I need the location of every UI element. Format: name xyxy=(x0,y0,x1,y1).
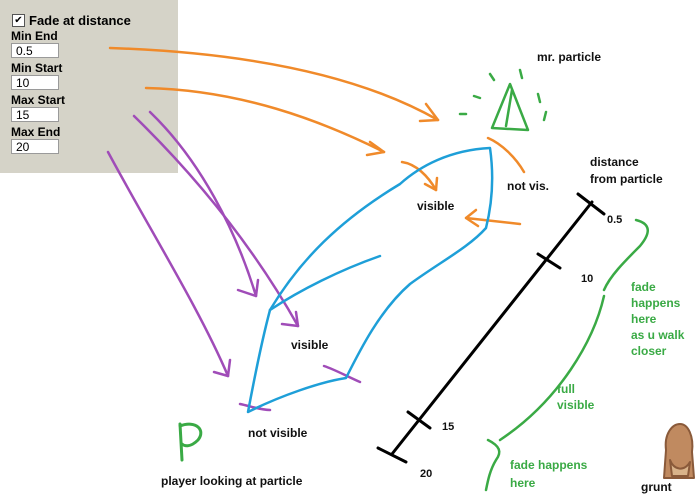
max-start-field[interactable]: 15 xyxy=(11,107,59,122)
visible-region-outline xyxy=(246,146,494,414)
orange-arrow-min-end xyxy=(108,46,440,122)
purple-arrow-3 xyxy=(106,150,230,378)
visible-bottom-label: visible xyxy=(291,338,329,352)
fade-near-note-4: as u walk xyxy=(631,328,685,342)
purple-arrowhead-1 xyxy=(236,278,260,298)
distance-label-line2: from particle xyxy=(590,172,663,186)
grunt-label: grunt xyxy=(641,480,672,494)
player-caption: player looking at particle xyxy=(161,474,303,488)
fade-near-note-3: here xyxy=(631,312,657,326)
purple-arrowhead-3 xyxy=(212,358,232,378)
fade-settings-panel: ✔ Fade at distance Min End 0.5 Min Start… xyxy=(0,0,178,173)
particle-label: mr. particle xyxy=(537,50,602,64)
ruler-tick-label-15: 15 xyxy=(442,421,455,433)
orange-arrows xyxy=(108,46,526,228)
ruler-tick-label-10: 10 xyxy=(581,273,594,285)
purple-arrow-5 xyxy=(322,364,362,384)
ruler-line xyxy=(390,200,594,456)
fade-checkbox-label: Fade at distance xyxy=(29,13,131,28)
min-end-label: Min End xyxy=(11,29,58,43)
fade-checkbox[interactable]: ✔ xyxy=(12,14,25,27)
visible-region-inner xyxy=(268,254,382,312)
particle-spark-2 xyxy=(488,72,496,82)
not-visible-label: not visible xyxy=(248,426,308,440)
full-visible-note-2: visible xyxy=(557,398,595,412)
distance-ruler xyxy=(376,192,606,464)
brace-fade-near xyxy=(602,218,649,292)
min-start-field[interactable]: 10 xyxy=(11,75,59,90)
particle-icon xyxy=(458,68,548,132)
particle-spark-1 xyxy=(518,68,524,80)
orange-arrowhead-back xyxy=(464,208,480,228)
fade-far-note-1: fade happens xyxy=(510,458,588,472)
particle-triangle xyxy=(490,82,530,132)
brace-full-visible xyxy=(498,294,606,442)
grunt-beard xyxy=(669,459,691,477)
orange-arrow-back xyxy=(464,216,522,226)
orange-arrow-min-start xyxy=(144,86,386,154)
purple-arrow-2 xyxy=(132,114,300,328)
brace-fade-far xyxy=(484,438,501,492)
orange-arrowhead-min-end xyxy=(418,102,440,123)
visible-region xyxy=(246,146,494,414)
green-braces xyxy=(484,218,649,492)
min-start-label: Min Start xyxy=(11,61,63,75)
min-end-field[interactable]: 0.5 xyxy=(11,43,59,58)
not-vis-label: not vis. xyxy=(507,179,550,193)
distance-label-line1: distance xyxy=(590,155,639,169)
fade-far-note-2: here xyxy=(510,476,536,490)
orange-arrow-not-vis xyxy=(486,136,526,174)
fade-near-note-1: fade xyxy=(631,280,656,294)
ruler-tick-15 xyxy=(406,410,432,430)
ruler-tick-10 xyxy=(536,252,562,270)
particle-spark-3 xyxy=(472,94,482,100)
visible-top-label: visible xyxy=(417,199,455,213)
particle-inner-line xyxy=(504,88,514,128)
ruler-tick-label-20: 20 xyxy=(420,468,433,480)
particle-spark-4 xyxy=(536,92,542,104)
fade-near-note-2: happens xyxy=(631,296,681,310)
max-end-field[interactable]: 20 xyxy=(11,139,59,154)
player-p-glyph xyxy=(178,422,203,462)
max-end-label: Max End xyxy=(11,125,61,139)
ruler-tick-label-0-5: 0.5 xyxy=(607,214,623,226)
ruler-tick-20 xyxy=(376,446,408,464)
orange-arrowhead-visible xyxy=(423,176,439,192)
fade-near-note-5: closer xyxy=(631,344,667,358)
purple-arrows xyxy=(106,110,362,412)
max-start-label: Max Start xyxy=(11,93,66,107)
ruler-tick-0-5 xyxy=(576,192,606,216)
player-icon xyxy=(178,422,203,462)
orange-arrow-visible xyxy=(400,160,438,192)
grunt-icon xyxy=(663,423,695,479)
purple-arrow-1 xyxy=(148,110,258,298)
orange-arrowhead-min-start xyxy=(365,140,386,157)
purple-arrowhead-2 xyxy=(280,310,300,328)
full-visible-note-1: full xyxy=(557,382,575,396)
particle-spark-6 xyxy=(542,110,548,122)
